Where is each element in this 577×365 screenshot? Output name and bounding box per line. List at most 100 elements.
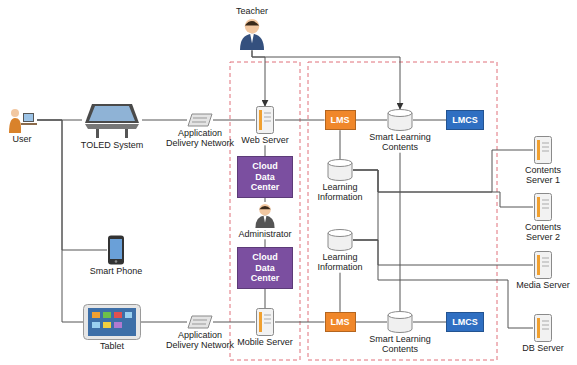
connector <box>213 120 255 121</box>
node-label: Teacher <box>236 6 268 16</box>
box-label: LMS <box>331 115 350 125</box>
switch-icon <box>187 113 213 127</box>
cyl-icon <box>327 159 353 181</box>
cyl-icon-drawing <box>327 159 353 181</box>
switch-node: Application Delivery Network <box>163 315 237 351</box>
connector <box>400 153 401 311</box>
switch-icon-drawing <box>187 113 213 127</box>
phone-icon <box>107 235 125 265</box>
connector <box>265 289 266 309</box>
server-icon-drawing <box>533 136 553 164</box>
node-label: Administrator <box>238 229 291 239</box>
box-label: Cloud Data Center <box>243 161 287 192</box>
connector <box>265 145 266 156</box>
cyl-icon <box>387 109 413 131</box>
user-node: User <box>7 107 37 144</box>
tablet-icon-drawing <box>83 304 141 340</box>
node-label: Application Delivery Network <box>163 330 237 351</box>
connector <box>353 150 533 192</box>
connector <box>353 170 533 207</box>
tablet-node: Tablet <box>83 304 141 351</box>
person-icon-drawing <box>237 16 267 50</box>
connector <box>37 120 107 250</box>
box-label: LMS <box>331 317 350 327</box>
connector <box>356 322 388 323</box>
box-label: LMCS <box>452 115 478 125</box>
node-label: Application Delivery Network <box>163 128 237 149</box>
process-box: Cloud Data Center <box>237 156 293 197</box>
node-label: Web Server <box>241 135 288 145</box>
user-icon-drawing <box>7 107 37 133</box>
node-label: Contents Server 1 <box>515 165 571 186</box>
dashed-region <box>230 62 300 360</box>
connector <box>275 322 325 323</box>
connector <box>353 170 378 240</box>
switch-icon-drawing <box>187 315 213 329</box>
node-label: Contents Server 2 <box>515 222 571 243</box>
connector <box>356 120 388 121</box>
process-box: LMS <box>325 110 356 130</box>
node-label: Smart Phone <box>90 266 143 276</box>
switch-node: Application Delivery Network <box>163 113 237 149</box>
server-icon-drawing <box>533 251 553 279</box>
server-node: Media Server <box>516 251 570 290</box>
cyl-icon-drawing <box>327 229 353 251</box>
node-label: Learning Information <box>312 252 368 273</box>
box-label: Cloud Data Center <box>243 252 287 283</box>
server-icon <box>255 106 275 134</box>
server-icon <box>255 308 275 336</box>
cyl-icon-drawing <box>387 311 413 333</box>
cyl-node: Smart Learning Contents <box>360 109 440 153</box>
phone-icon-drawing <box>107 235 125 265</box>
process-box: Cloud Data Center <box>237 247 293 288</box>
process-box: LMCS <box>446 110 484 130</box>
user-icon <box>7 107 37 133</box>
toled-icon-drawing <box>82 101 142 139</box>
connector <box>142 120 187 121</box>
server-node: Web Server <box>241 106 288 145</box>
server-icon <box>533 314 553 342</box>
person-node: Administrator <box>238 202 291 239</box>
server-icon-drawing <box>533 314 553 342</box>
server-icon-drawing <box>533 193 553 221</box>
cyl-icon <box>387 311 413 333</box>
cyl-node: Smart Learning Contents <box>360 311 440 355</box>
cyl-node: Learning Information <box>312 229 368 273</box>
connector <box>353 240 533 265</box>
person-icon <box>237 16 267 50</box>
node-label: Mobile Server <box>237 337 293 347</box>
server-icon <box>533 251 553 279</box>
server-icon <box>533 136 553 164</box>
connector <box>141 322 187 323</box>
server-icon <box>533 193 553 221</box>
connector <box>265 198 266 203</box>
switch-icon <box>187 315 213 329</box>
connector <box>413 322 446 323</box>
connector <box>265 239 266 247</box>
node-label: Smart Learning Contents <box>360 132 440 153</box>
node-label: Tablet <box>83 341 141 351</box>
cyl-icon <box>327 229 353 251</box>
server-node: Contents Server 2 <box>515 193 571 243</box>
cyl-node: Learning Information <box>312 159 368 203</box>
node-label: TOLED System <box>81 140 143 150</box>
dashed-region <box>308 62 497 360</box>
person-icon <box>253 202 277 228</box>
connector <box>213 322 255 323</box>
process-box: LMCS <box>446 312 484 332</box>
process-box: LMS <box>325 312 356 332</box>
connector <box>340 130 341 159</box>
server-icon-drawing <box>255 106 275 134</box>
tablet-icon <box>83 304 141 340</box>
node-label: DB Server <box>522 343 564 353</box>
node-label: Learning Information <box>312 182 368 203</box>
box-label: LMCS <box>452 317 478 327</box>
node-label: User <box>7 134 37 144</box>
connector <box>275 120 325 121</box>
toled-icon <box>82 101 142 139</box>
server-icon-drawing <box>255 308 275 336</box>
server-node: Contents Server 1 <box>515 136 571 186</box>
connector <box>37 120 83 322</box>
node-label: Media Server <box>516 280 570 290</box>
